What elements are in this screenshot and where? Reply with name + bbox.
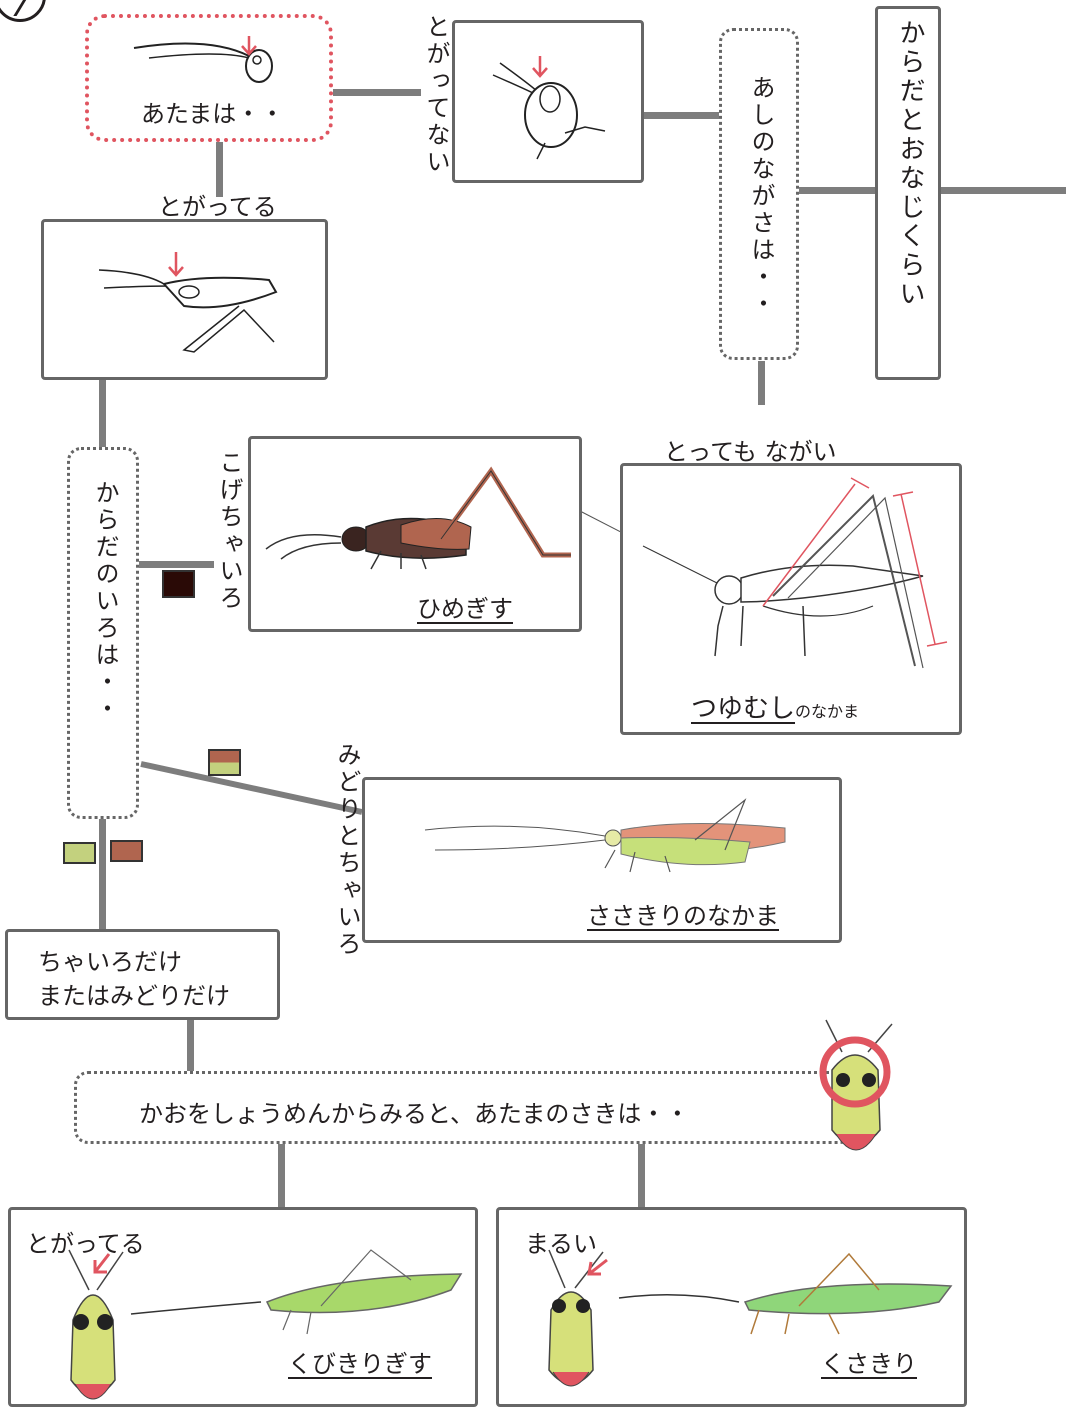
- kubikirigisu-name: くびきりぎす: [288, 1350, 432, 1378]
- pointed-label: とがってる: [26, 1230, 145, 1258]
- head-pointed-image-box: [41, 219, 328, 380]
- kubikirigisu-box: とがってる くびきりぎす: [8, 1207, 478, 1407]
- green-brown-label: みどりとちゃいろ: [333, 742, 361, 958]
- leg-same-box: からだとおなじくらい: [875, 6, 941, 380]
- head-not-pointed-image-box: [452, 20, 644, 183]
- leg-long-label: とっても ながい: [664, 438, 837, 466]
- round-label: まるい: [525, 1230, 597, 1258]
- connector: [643, 112, 721, 119]
- sasakiri-name: ささきりのなかま: [587, 902, 779, 930]
- head-pointed-label: とがってる: [158, 193, 277, 221]
- head-question-text: あたまは・・: [141, 100, 285, 128]
- face-question-text: かおをしょうめんからみると、あたまのさきは・・: [139, 1100, 690, 1128]
- connector: [216, 141, 223, 197]
- tsuyumushi-name: つゆむし: [691, 694, 796, 724]
- antenna-head-sketch: [133, 36, 273, 83]
- leg-same-text: からだとおなじくらい: [895, 19, 925, 309]
- dark-brown-swatch: [162, 570, 195, 598]
- brown-green-swatch: [208, 749, 241, 776]
- kusakiri-box: まるい くさきり: [496, 1207, 967, 1407]
- connector: [798, 187, 876, 194]
- face-question-box: かおをしょうめんからみると、あたまのさきは・・: [74, 1071, 854, 1144]
- head-not-pointed-label: とがってない: [422, 14, 450, 176]
- single-color-box: ちゃいろだけ またはみどりだけ: [5, 929, 280, 1020]
- single-color-line1: ちゃいろだけ: [38, 948, 182, 976]
- tsuyumushi-suffix: のなかま: [795, 702, 860, 721]
- kusakiri-illustration: [548, 1249, 953, 1387]
- connector: [187, 1019, 194, 1071]
- connector: [758, 361, 765, 405]
- step-number-badge: 7: [0, 0, 46, 24]
- tsuyumushi-box: つゆむしのなかま: [620, 463, 962, 735]
- leg-question-text: あしのながさは・・: [747, 75, 775, 318]
- round-head-sketch: [492, 56, 606, 160]
- himegisu-name: ひめぎす: [417, 595, 513, 623]
- tsuyumushi-illustration: [642, 477, 948, 669]
- connector: [99, 818, 106, 930]
- kusakiri-name: くさきり: [821, 1350, 917, 1378]
- connector: [333, 89, 421, 96]
- body-color-question-text: からだのいろは・・: [91, 480, 119, 723]
- yellow-green-swatch: [63, 842, 96, 864]
- face-front-illustration: [819, 1019, 893, 1151]
- connector: [638, 1144, 645, 1208]
- connector: [278, 1144, 285, 1208]
- pointed-head-sketch: [98, 252, 278, 353]
- connector: [940, 187, 1066, 194]
- body-color-question-box: からだのいろは・・: [67, 447, 139, 819]
- himegisu-illustration: [265, 466, 571, 570]
- connector: [99, 380, 106, 448]
- step-number: 7: [10, 0, 30, 24]
- sasakiri-box: ささきりのなかま: [362, 777, 842, 943]
- connector: [138, 561, 214, 568]
- reddish-brown-swatch: [110, 840, 143, 862]
- sasakiri-illustration: [424, 798, 786, 873]
- dark-brown-label: こげちゃいろ: [215, 450, 243, 612]
- himegisu-box: ひめぎす: [248, 436, 582, 632]
- single-color-line2: またはみどりだけ: [38, 982, 230, 1010]
- tsuyumushi-caption: つゆむしのなかま: [691, 688, 859, 725]
- kubikirigisu-illustration: [68, 1249, 463, 1400]
- leg-question-box: あしのながさは・・: [719, 28, 799, 360]
- head-question-box: あたまは・・: [85, 14, 333, 142]
